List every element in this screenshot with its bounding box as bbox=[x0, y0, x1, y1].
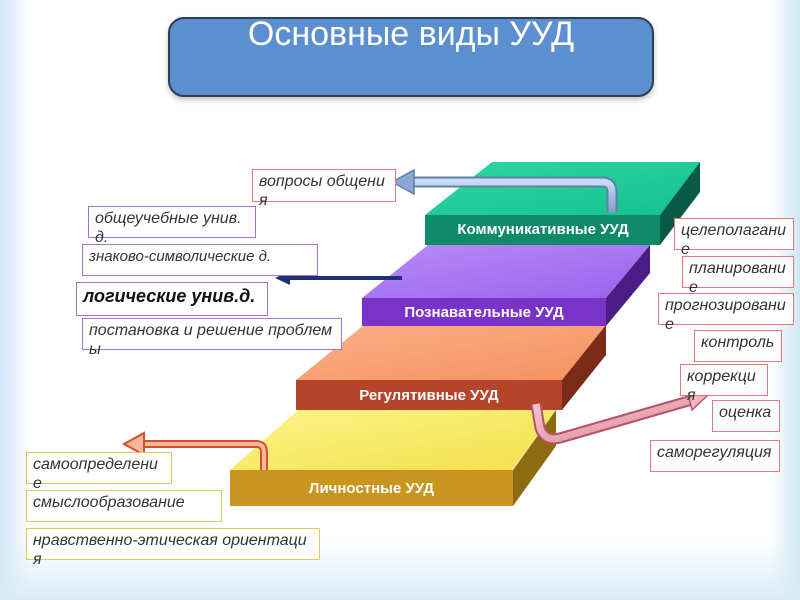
regulative-step-top bbox=[296, 325, 606, 380]
cognitive-step-top bbox=[362, 245, 650, 298]
communicative-step-side bbox=[660, 162, 700, 245]
regulative-step-side bbox=[562, 325, 606, 410]
note-planning: планирование bbox=[682, 256, 794, 296]
communicative-step-front bbox=[425, 215, 660, 245]
cognitive-step-label: Познавательные УУД bbox=[404, 303, 564, 321]
cognitive-step-side bbox=[606, 245, 650, 326]
communicative-arrow-head bbox=[390, 168, 415, 196]
title-box bbox=[168, 17, 654, 97]
note-correction: коррекция bbox=[680, 364, 768, 404]
cognitive-step-front bbox=[362, 298, 606, 326]
personal-step-top bbox=[230, 410, 556, 470]
note-problem-solving: постановка и решение проблемы bbox=[82, 318, 342, 358]
note-sign-symbolic: знаково-символические д. bbox=[82, 244, 318, 276]
personal-step-label: Личностные УУД bbox=[308, 479, 435, 497]
note-logical: логические унив.д. bbox=[76, 282, 268, 316]
note-self-regulation: саморегуляция bbox=[650, 440, 780, 472]
regulative-step-label: Регулятивные УУД bbox=[359, 386, 499, 404]
regulative-step-front bbox=[296, 380, 562, 410]
note-forecasting: прогнозирование bbox=[658, 293, 794, 333]
note-goal-setting: целеполагание bbox=[674, 218, 794, 258]
note-communication-questions: вопросы общения bbox=[252, 169, 396, 209]
personal-arrow-head bbox=[121, 431, 145, 457]
page-title: Основные виды УУД bbox=[247, 15, 575, 53]
left-decor bbox=[0, 0, 30, 600]
note-assessment: оценка bbox=[712, 400, 780, 432]
note-self-determination: самоопределение bbox=[26, 452, 172, 492]
note-moral-ethical: нравственно-этическая ориентация bbox=[26, 528, 320, 568]
note-meaning-making: смыслообразование bbox=[26, 490, 222, 522]
personal-step-front bbox=[230, 470, 513, 506]
communicative-step-top bbox=[425, 162, 700, 215]
communicative-step-label: Коммуникативные УУД bbox=[457, 220, 629, 238]
note-control: контроль bbox=[694, 330, 782, 362]
note-general-learning: общеучебные унив.д. bbox=[88, 206, 256, 246]
